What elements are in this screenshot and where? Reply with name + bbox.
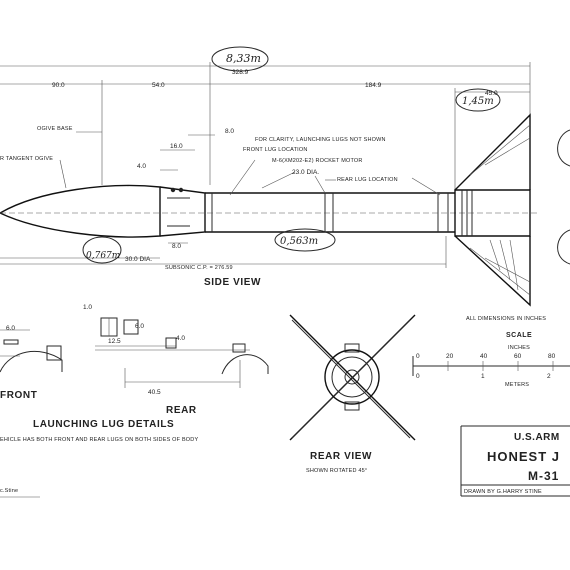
rear-view-sub: SHOWN ROTATED 45° <box>306 468 367 474</box>
rear-label: REAR <box>166 405 197 416</box>
front-lug-label: FRONT LUG LOCATION <box>243 147 308 153</box>
len-m-ellipse <box>211 46 269 72</box>
title-block <box>460 425 570 497</box>
scale-meters: METERS <box>505 382 529 388</box>
signature: c.Stine <box>0 488 18 494</box>
front-label: FRONT <box>0 390 37 401</box>
dim-54: 54.0 <box>152 82 165 89</box>
inch-tick-40: 40 <box>480 353 488 360</box>
dim-8: 8.0 <box>225 128 234 135</box>
dim-30: 30.0 DIA. <box>125 256 152 263</box>
lug-dim-6a: 6.0 <box>6 325 15 332</box>
front-lug-detail <box>0 329 63 373</box>
len-m-note: 8,33m <box>226 52 261 65</box>
drawn-by: DRAWN BY G.HARRY STINE <box>464 489 542 495</box>
edge-ellipse-top <box>557 129 570 167</box>
lug-dim-6b: 6.0 <box>135 323 144 330</box>
ogive-base-label: OGIVE BASE <box>37 126 73 132</box>
front-lug-marker-2 <box>178 187 184 193</box>
side-view-dims <box>0 131 447 268</box>
lug-dim-1: 1.0 <box>83 304 92 311</box>
rear-lug-label: REAR LUG LOCATION <box>337 177 398 183</box>
meter-tick-1: 1 <box>481 373 485 380</box>
lug-dim-125: 12.5 <box>108 338 121 345</box>
side-view-title: SIDE VIEW <box>204 277 261 288</box>
scale-title: SCALE <box>506 332 532 339</box>
dim-16: 16.0 <box>170 143 183 150</box>
all-dims-note: ALL DIMENSIONS IN INCHES <box>466 316 546 322</box>
rear-lug-detail <box>95 317 269 388</box>
dia-m-ellipse <box>274 228 336 252</box>
inch-tick-0: 0 <box>416 353 420 360</box>
meter-tick-0: 0 <box>416 373 420 380</box>
dim-45: 45.0 <box>485 90 498 97</box>
cp-note: SUBSONIC C.P. = 276.59 <box>165 265 233 271</box>
lug-details-title: LAUNCHING LUG DETAILS <box>33 419 174 430</box>
inch-tick-20: 20 <box>446 353 454 360</box>
scale-bar <box>412 356 570 376</box>
title-org: U.S.ARM <box>514 432 560 443</box>
inch-tick-60: 60 <box>514 353 522 360</box>
dim-90: 90.0 <box>52 82 65 89</box>
rear-view-drawing <box>289 314 416 441</box>
dim-328: 328.9 <box>232 69 249 76</box>
fin-m-ellipse <box>455 88 501 112</box>
dim-8b: 8.0 <box>172 243 181 250</box>
dim-23: 23.0 DIA. <box>292 169 319 176</box>
nose-m-note: 0,767m <box>86 251 120 261</box>
clarity-note: FOR CLARITY, LAUNCHING LUGS NOT SHOWN <box>255 137 386 143</box>
lug-dim-405: 40.5 <box>148 389 161 396</box>
scale-inches: INCHES <box>508 345 530 351</box>
overall-dimension-lines <box>0 62 531 190</box>
edge-ellipse-bottom <box>557 229 570 265</box>
dia-m-note: 0,563m <box>280 236 318 247</box>
tangent-ogive-label: R TANGENT OGIVE <box>0 156 53 162</box>
inch-tick-80: 80 <box>548 353 556 360</box>
title-model: M-31 <box>528 469 559 483</box>
dim-184: 184.9 <box>365 82 382 89</box>
meter-tick-2: 2 <box>547 373 551 380</box>
nose-m-ellipse <box>82 236 122 264</box>
front-lug-marker <box>170 187 176 193</box>
lug-note: EHICLE HAS BOTH FRONT AND REAR LUGS ON B… <box>0 437 198 443</box>
dim-4a: 4.0 <box>137 163 146 170</box>
motor-label: M-6(XM202-E2) ROCKET MOTOR <box>272 158 363 164</box>
rocket-side-view <box>0 113 540 307</box>
title-name: HONEST J <box>487 449 560 464</box>
lug-dim-4: 4.0 <box>176 335 185 342</box>
fin-m-note: 1,45m <box>462 96 494 107</box>
rear-view-title: REAR VIEW <box>310 451 372 462</box>
